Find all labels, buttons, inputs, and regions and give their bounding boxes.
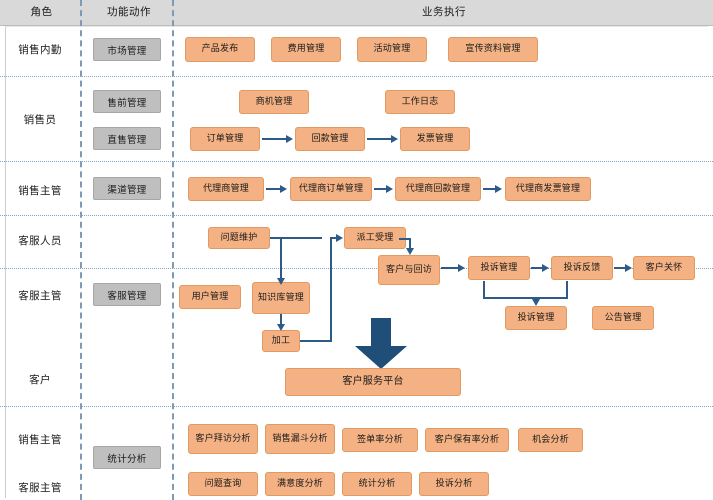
connector-complaint-down <box>483 281 485 298</box>
row-separator-2 <box>0 161 713 162</box>
connector-agentpayment-to-agentinvoice <box>483 188 496 190</box>
connector-agent-to-agentorder <box>266 188 281 190</box>
connector-feedback-to-care <box>614 267 626 269</box>
connector-dispatch-to-revisit-v <box>409 238 411 250</box>
task-box-user-management[interactable]: 用户管理 <box>179 285 241 309</box>
connector-order-to-payment <box>262 138 287 140</box>
task-box-customer-and-revisit[interactable]: 客户与回访 <box>378 255 440 285</box>
task-box-expense-management[interactable]: 费用管理 <box>271 37 341 62</box>
arrowhead-to-dispatch <box>336 234 343 242</box>
row-separator-4 <box>0 268 713 269</box>
role-label-salesperson: 销售员 <box>23 114 57 126</box>
header-column-business: 业务执行 <box>422 6 466 18</box>
arrowhead-to-complaint-management-2 <box>532 299 540 306</box>
connector-complaint-to-feedback <box>531 267 543 269</box>
connector-to-dispatch-h <box>330 237 337 239</box>
row-separator-1 <box>0 76 713 77</box>
task-box-agent-payment-management[interactable]: 代理商回款管理 <box>395 177 481 201</box>
connector-bracket-bottom <box>483 297 568 299</box>
task-box-announcement-management[interactable]: 公告管理 <box>592 306 654 330</box>
task-box-complaint-analysis[interactable]: 投诉分析 <box>419 472 489 496</box>
arrowhead-knowledge-to-processing <box>277 324 285 331</box>
task-box-signing-rate-analysis[interactable]: 签单率分析 <box>342 428 418 452</box>
task-box-agent-management[interactable]: 代理商管理 <box>188 177 264 201</box>
arrowhead-agent-to-agentorder <box>280 185 287 193</box>
task-box-problem-maintenance[interactable]: 问题维护 <box>208 227 270 249</box>
role-label-sales-supervisor: 销售主管 <box>18 185 62 197</box>
function-box-market-management[interactable]: 市场管理 <box>93 38 161 61</box>
task-box-opportunity-management[interactable]: 商机管理 <box>239 90 309 114</box>
arrowhead-revisit-to-complaint <box>458 264 465 272</box>
task-box-customer-visit-analysis[interactable]: 客户拜访分析 <box>188 424 258 454</box>
task-box-processing[interactable]: 加工 <box>262 330 300 352</box>
role-label-service-supervisor: 客服主管 <box>18 290 62 302</box>
arrowhead-problem-to-knowledge <box>277 278 285 285</box>
task-box-agent-order-management[interactable]: 代理商订单管理 <box>290 177 372 201</box>
function-box-presales-management[interactable]: 售前管理 <box>93 90 161 113</box>
header-band: 角色 功能动作 业务执行 <box>0 0 713 26</box>
connector-problem-to-knowledge-v <box>280 237 282 280</box>
task-box-agent-invoice-management[interactable]: 代理商发票管理 <box>505 177 591 201</box>
row-separator-5 <box>0 406 713 407</box>
task-box-satisfaction-analysis[interactable]: 满意度分析 <box>265 472 335 496</box>
task-box-opportunity-analysis[interactable]: 机会分析 <box>518 428 583 452</box>
arrowhead-agentorder-to-agentpayment <box>386 185 393 193</box>
function-box-channel-management[interactable]: 渠道管理 <box>93 177 161 200</box>
arrowhead-dispatch-to-revisit <box>406 248 414 255</box>
task-box-invoice-management[interactable]: 发票管理 <box>400 127 470 151</box>
header-column-function: 功能动作 <box>107 6 151 18</box>
header-column-role: 角色 <box>30 6 53 18</box>
task-box-problem-inquiry[interactable]: 问题查询 <box>188 472 258 496</box>
connector-revisit-to-complaint <box>441 267 459 269</box>
task-box-complaint-feedback[interactable]: 投诉反馈 <box>551 256 613 280</box>
function-box-customer-service-management[interactable]: 客服管理 <box>93 283 161 306</box>
connector-problem-to-knowledge-h <box>270 237 322 239</box>
arrowhead-feedback-to-care <box>625 264 632 272</box>
task-box-order-management[interactable]: 订单管理 <box>190 127 260 151</box>
role-label-sales-office: 销售内勤 <box>18 44 62 56</box>
connector-dispatch-to-revisit-h <box>399 238 411 240</box>
task-box-promotional-material-management[interactable]: 宣传资料管理 <box>448 37 538 62</box>
function-box-statistical-analysis[interactable]: 统计分析 <box>93 446 161 469</box>
column-separator-function <box>172 0 174 500</box>
connector-agentorder-to-agentpayment <box>374 188 387 190</box>
arrowhead-order-to-payment <box>286 135 293 143</box>
task-box-product-release[interactable]: 产品发布 <box>185 37 255 62</box>
task-box-knowledge-base-management[interactable]: 知识库管理 <box>252 282 310 314</box>
row-separator-3 <box>0 215 713 216</box>
task-box-activity-management[interactable]: 活动管理 <box>357 37 427 62</box>
task-box-complaint-management-2[interactable]: 投诉管理 <box>505 306 567 330</box>
connector-feedback-down <box>566 281 568 298</box>
role-label-customer: 客户 <box>29 374 51 386</box>
connector-processing-up <box>330 238 332 341</box>
role-label-service-staff: 客服人员 <box>18 235 62 247</box>
task-box-dispatch-acceptance[interactable]: 派工受理 <box>344 227 406 249</box>
task-box-sales-funnel-analysis[interactable]: 销售漏斗分析 <box>265 424 335 454</box>
task-box-complaint-management[interactable]: 投诉管理 <box>468 256 530 280</box>
connector-processing-right <box>300 340 332 342</box>
connector-payment-to-invoice <box>367 138 392 140</box>
role-label-service-supervisor-2: 客服主管 <box>18 482 62 494</box>
task-box-customer-care[interactable]: 客户关怀 <box>633 256 695 280</box>
task-box-work-log[interactable]: 工作日志 <box>385 90 455 114</box>
diagram-body <box>5 26 708 498</box>
task-box-payment-collection-management[interactable]: 回款管理 <box>295 127 365 151</box>
task-box-customer-retention-analysis[interactable]: 客户保有率分析 <box>425 428 509 452</box>
arrowhead-agentpayment-to-agentinvoice <box>495 185 502 193</box>
role-label-sales-supervisor-2: 销售主管 <box>18 434 62 446</box>
task-box-customer-service-platform[interactable]: 客户服务平台 <box>285 368 461 396</box>
arrowhead-complaint-to-feedback <box>542 264 549 272</box>
column-separator-role <box>80 0 82 500</box>
arrowhead-payment-to-invoice <box>391 135 398 143</box>
connector-knowledge-to-processing <box>280 314 282 326</box>
task-box-statistical-analysis-task[interactable]: 统计分析 <box>342 472 412 496</box>
function-box-direct-sales-management[interactable]: 直售管理 <box>93 127 161 150</box>
down-arrow-icon <box>355 318 407 369</box>
